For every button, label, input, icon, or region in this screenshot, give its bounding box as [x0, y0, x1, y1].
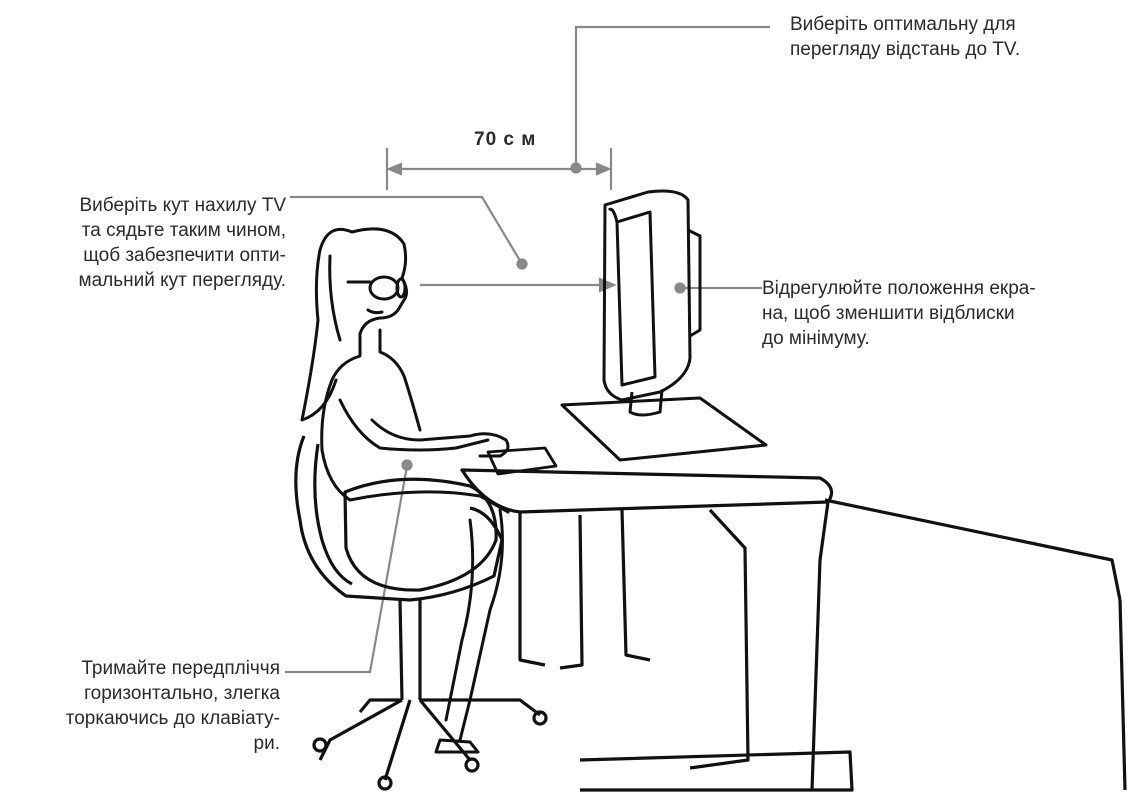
callout-forearm-dot	[401, 459, 413, 471]
monitor-screen	[615, 210, 657, 387]
chair-leg-5	[358, 698, 402, 714]
desk-top	[460, 468, 834, 514]
foot	[434, 738, 480, 754]
callout-lines	[285, 25, 770, 674]
desk-left-leg-back	[620, 509, 651, 662]
mouth	[366, 308, 384, 315]
chair-drawing	[294, 435, 548, 791]
monitor-body	[602, 189, 692, 402]
chair-leg-3	[418, 698, 472, 762]
keyboard-drawing	[486, 446, 558, 476]
hair-back	[300, 227, 354, 422]
lower-leg-inner	[444, 518, 475, 722]
neck-front	[378, 328, 422, 432]
desk-drawing	[460, 468, 1127, 792]
chair-back-inner	[313, 443, 353, 586]
chair-wheel-4	[532, 710, 548, 726]
monitor-base	[560, 396, 768, 462]
keyboard	[486, 446, 558, 476]
dimension-left-arrow	[386, 162, 403, 176]
monitor-bezel-edge	[607, 207, 619, 223]
chair-wheel-3	[464, 757, 480, 773]
glasses-lens	[368, 275, 400, 301]
torso-back	[320, 448, 352, 502]
distance-label: 70 с м	[474, 129, 537, 150]
chair-leg-1	[318, 698, 403, 761]
callout-distance-line	[574, 25, 770, 168]
dimension-right-arrow	[595, 162, 612, 176]
chair-wheel-1	[312, 737, 328, 753]
chair-seat	[343, 477, 498, 592]
desk-far-edge	[824, 498, 1122, 601]
note-reduce-glare: Відрегулюйте положення екра- на, щоб зме…	[762, 278, 1036, 349]
lower-leg	[458, 508, 504, 742]
monitor-neck	[628, 389, 664, 417]
callout-tilt-dot	[516, 258, 528, 270]
note-viewing-distance: Виберіть оптимальну для перегляду відста…	[790, 14, 1021, 60]
sight-line-arrowhead	[598, 277, 617, 293]
callout-glare-dot	[674, 282, 686, 294]
chair-back	[294, 435, 504, 602]
person-drawing	[300, 227, 510, 754]
desk-right-leg-outer	[810, 501, 830, 791]
desk-far-leg	[1118, 599, 1127, 791]
desk-base	[579, 750, 854, 792]
desk-left-leg-inner	[559, 514, 584, 670]
chair-leg-4	[420, 698, 541, 717]
face-profile	[358, 276, 409, 336]
callout-forearm-line	[285, 465, 409, 674]
chair-post	[398, 599, 404, 701]
desk-right-leg-inner	[689, 508, 750, 770]
desk-left-leg-front	[518, 512, 546, 667]
note-forearm-position: Тримайте передпліччя горизонтально, злег…	[65, 658, 280, 754]
hair-top	[350, 227, 408, 280]
forearm	[370, 418, 472, 442]
callout-tilt-line	[290, 195, 523, 265]
hand	[468, 432, 510, 458]
monitor-back	[687, 228, 702, 338]
glasses-lens-far	[395, 277, 407, 299]
chair-leg-2	[383, 699, 412, 781]
thigh	[348, 490, 510, 514]
upper-arm	[338, 398, 490, 452]
hair-strand	[328, 254, 342, 342]
neck-back	[320, 332, 362, 452]
monitor-drawing	[560, 189, 768, 462]
chair-wheel-2	[377, 775, 393, 791]
note-tilt-angle: Виберіть кут нахилу TV та сядьте таким ч…	[78, 195, 286, 291]
